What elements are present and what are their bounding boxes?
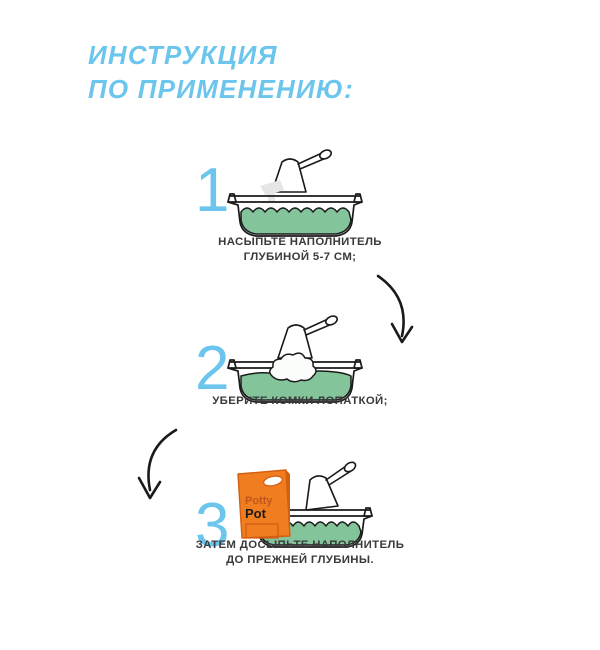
step-1-number: 1 [195, 156, 230, 225]
step-2-caption: УБЕРИТЕ КОМКИ ЛОПАТКОЙ; [212, 395, 388, 407]
step-1-art-svg [227, 149, 363, 237]
step-3-caption: ЗАТЕМ ДОСЫПЬТЕ НАПОЛНИТЕЛЬ ДО ПРЕЖНЕЙ ГЛ… [195, 539, 405, 567]
step-3: 3 [100, 458, 500, 566]
bag-brand-line-2: Pot [245, 506, 267, 521]
step-2: 2 [100, 315, 500, 416]
step-2-illustration: 2 [100, 315, 500, 416]
step-1: 1 [100, 149, 500, 263]
page-title: ИНСТРУКЦИЯ ПО ПРИМЕНЕНИЮ: [88, 40, 355, 105]
litter-tray-icon [227, 359, 363, 403]
scoop-icon [305, 461, 357, 511]
step-3-illustration: 3 [100, 458, 500, 558]
step-2-art-svg [227, 315, 363, 403]
step-1-illustration: 1 [100, 149, 500, 250]
curved-arrow-step1-to-step2 [376, 274, 414, 344]
clump-icon [269, 352, 317, 383]
litter-bag-icon: Potty Pot [237, 469, 291, 539]
bag-brand-line-1: Potty [245, 495, 273, 507]
step-2-number: 2 [195, 334, 230, 403]
step-3-number: 3 [195, 491, 230, 560]
litter-tray-icon [227, 193, 363, 237]
scoop-icon [277, 315, 339, 359]
step-1-caption: НАСЫПЬТЕ НАПОЛНИТЕЛЬ ГЛУБИНОЙ 5-7 СМ; [218, 236, 382, 264]
curved-arrow-step2-to-step3 [137, 428, 178, 500]
step-3-art-svg: Potty Pot [237, 461, 373, 548]
